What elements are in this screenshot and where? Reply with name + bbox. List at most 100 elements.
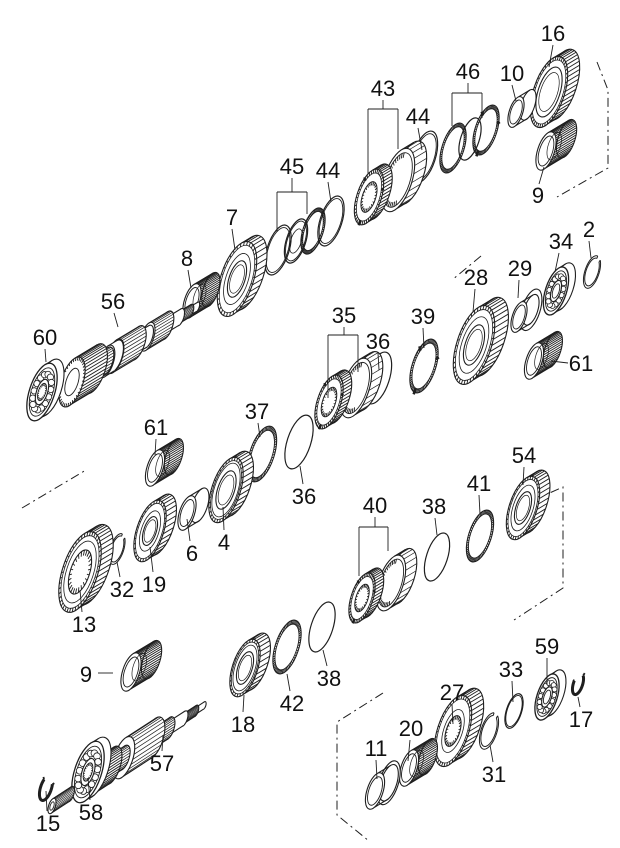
leader-line: [222, 506, 225, 531]
part-shape: [377, 203, 380, 206]
part-shape: [492, 331, 495, 334]
part-shape: [98, 563, 111, 572]
part-shape: [468, 723, 482, 732]
part-shape: [320, 235, 322, 237]
part-shape: [87, 590, 100, 599]
part-shape: [428, 339, 431, 344]
part-shape: [94, 758, 102, 766]
part-shape: [496, 117, 500, 121]
part-shape: [430, 339, 434, 344]
part-shape: [148, 311, 169, 324]
part-shape: [116, 326, 140, 341]
part-shape: [374, 187, 378, 191]
part-shape: [472, 137, 476, 140]
part-shape: [368, 573, 371, 577]
part-shape: [63, 540, 97, 604]
part-shape: [539, 486, 551, 494]
part-31: [478, 712, 500, 750]
part-shape: [84, 350, 108, 365]
part-shape: [340, 396, 343, 399]
part-shape: [372, 211, 382, 217]
part-shape: [81, 359, 84, 364]
part-label-16: 16: [541, 21, 565, 46]
part-shape: [298, 636, 302, 639]
part-8: [182, 271, 221, 319]
part-shape: [357, 404, 370, 412]
part-shape: [376, 204, 386, 211]
part-shape: [564, 64, 567, 68]
part-shape: [490, 517, 494, 521]
part-shape: [400, 585, 412, 594]
part-shape: [489, 299, 504, 309]
part-shape: [319, 393, 321, 396]
part-shape: [534, 342, 549, 370]
part-shape: [541, 332, 561, 345]
part-shape: [240, 466, 243, 470]
part-shape: [365, 391, 378, 399]
part-shape: [366, 572, 369, 577]
leader-line: [45, 790, 48, 812]
part-shape: [330, 408, 333, 412]
part-shape: [456, 376, 460, 381]
part-shape: [334, 392, 338, 396]
part-shape: [363, 604, 366, 607]
part-shape: [273, 435, 277, 440]
part-shape: [473, 133, 476, 135]
part-shape: [321, 211, 325, 215]
part-shape: [196, 272, 216, 285]
part-shape: [514, 536, 517, 540]
part-shape: [410, 382, 413, 386]
part-shape: [354, 211, 357, 215]
part-34: [542, 262, 577, 316]
part-shape: [453, 366, 456, 370]
part-shape: [542, 345, 563, 358]
part-shape: [360, 203, 364, 207]
part-shape: [469, 718, 472, 721]
part-shape: [462, 128, 466, 132]
part-shape: [435, 736, 438, 738]
part-shape: [440, 164, 444, 168]
leader-line: [161, 734, 164, 752]
part-shape: [251, 446, 254, 449]
part-shape: [186, 705, 199, 714]
part-shape: [162, 439, 182, 452]
part-shape: [135, 554, 138, 558]
part-shape: [565, 83, 578, 92]
part-shape: [186, 520, 200, 529]
part-shape: [265, 426, 268, 431]
part-shape: [408, 772, 428, 785]
part-shape: [453, 370, 457, 374]
part-label-58: 58: [79, 800, 103, 825]
part-shape: [546, 131, 562, 161]
part-44-b: [317, 195, 345, 247]
part-shape: [259, 650, 271, 658]
part-shape: [492, 105, 495, 110]
part-shape: [239, 488, 250, 496]
part-shape: [491, 518, 494, 523]
part-shape: [160, 438, 180, 451]
part-shape: [144, 449, 166, 487]
part-shape: [349, 613, 352, 617]
part-shape: [254, 439, 257, 442]
part-shape: [134, 537, 137, 540]
part-shape: [289, 662, 292, 666]
part-shape: [489, 512, 492, 517]
part-shape: [75, 588, 78, 594]
part-shape: [64, 367, 80, 397]
part-shape: [373, 182, 376, 187]
part-shape: [348, 610, 352, 614]
part-shape: [237, 451, 249, 459]
part-shape: [493, 134, 496, 137]
part-shape: [370, 204, 373, 207]
part-shape: [258, 649, 261, 652]
part-shape: [365, 585, 369, 589]
part-shape: [240, 482, 252, 490]
part-shape: [271, 427, 274, 432]
part-shape: [466, 548, 469, 551]
part-shape: [462, 126, 465, 131]
leader-line: [322, 649, 328, 667]
part-shape: [565, 76, 568, 79]
leader-line: [577, 696, 581, 708]
leader-line: [149, 546, 154, 573]
part-shape: [44, 383, 46, 387]
